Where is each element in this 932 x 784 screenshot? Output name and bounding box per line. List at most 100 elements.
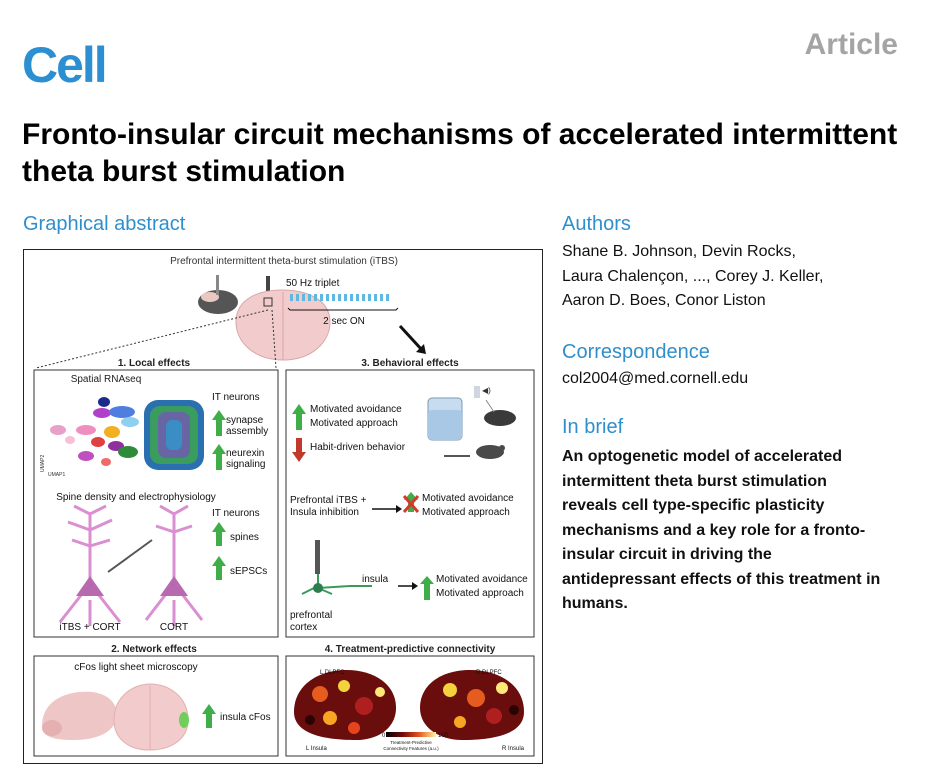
avoid-label-2: Motivated avoidance <box>422 493 514 504</box>
neuron-icon-left <box>58 504 122 626</box>
approach-label-3: Motivated approach <box>436 588 524 599</box>
panel2-frame <box>33 655 279 757</box>
brief-line: An optogenetic model of accelerated <box>562 448 843 465</box>
up-arrow-icon <box>202 704 216 728</box>
up-arrow-icon <box>212 444 226 470</box>
coronal-brain-icon <box>235 289 331 361</box>
down-right-arrow-icon <box>416 344 426 354</box>
graphical-abstract: Prefrontal intermittent theta-burst stim… <box>23 249 543 764</box>
authors-list: Shane B. Johnson, Devin Rocks, Laura Cha… <box>562 240 912 314</box>
authors-heading: Authors <box>562 213 631 235</box>
pfc-label-1: prefrontal <box>290 610 332 621</box>
umap-x-label: UMAP1 <box>48 472 65 478</box>
sepscs-label: sEPSCs <box>230 566 267 577</box>
neurexin-label-1: neurexin <box>226 448 264 459</box>
stim-probe-icon <box>266 276 270 302</box>
panel4-title: 4. Treatment-predictive connectivity <box>325 644 496 655</box>
brief-line: intermittent theta burst stimulation <box>562 472 827 490</box>
right-arrow-icon <box>412 582 418 590</box>
down-arrow-icon <box>292 438 306 462</box>
r-insula-label: R Insula <box>502 746 525 752</box>
patch-pipette-icon <box>107 539 153 573</box>
coronal-section-icon <box>113 683 189 751</box>
avoid-label-3: Motivated avoidance <box>436 574 528 585</box>
duration-label: 2 sec ON <box>323 316 365 327</box>
article-type-label: Article <box>804 28 898 61</box>
it-neurons-label-1: IT neurons <box>212 392 260 403</box>
panel1-frame <box>33 369 279 638</box>
correspondence-heading: Correspondence <box>562 341 710 363</box>
brief-line: antidepressant effects of this treatment… <box>562 570 881 588</box>
synapse-label-1: synapse <box>226 415 264 426</box>
in-brief-heading: In brief <box>562 416 624 438</box>
panel2-title: 2. Network effects <box>111 644 197 655</box>
panel4-frame <box>285 655 535 757</box>
correspondence-email[interactable]: col2004@med.cornell.edu <box>562 370 749 387</box>
panel3-frame <box>285 369 535 638</box>
brief-line: reveals cell type-specific plasticity <box>562 497 825 514</box>
insula-cfos-label: insula cFos <box>220 712 271 723</box>
neuron-right-label: CORT <box>160 622 188 633</box>
umap-y-label: UMAP2 <box>40 455 46 472</box>
brief-line: humans. <box>562 595 628 612</box>
mouse-icon <box>444 445 505 459</box>
habit-label: Habit-driven behavior <box>310 442 406 453</box>
water-tank-mouse-icon: ◀) <box>427 386 516 441</box>
author-line: Laura Chalençon, ..., Corey J. Keller, <box>562 267 824 285</box>
synapse-label-2: assembly <box>226 426 268 437</box>
up-arrow-icon <box>292 404 306 430</box>
neuron-left-label: iTBS + CORT <box>59 622 120 633</box>
pfc-label-2: cortex <box>290 622 317 633</box>
pulse-train <box>290 294 389 301</box>
mouse-head-icon <box>198 275 238 314</box>
l-insula-label: L Insula <box>306 746 327 752</box>
speaker-icon: ◀) <box>482 386 491 395</box>
brief-line: insular circuit in driving the <box>562 546 772 563</box>
it-neurons-label-2: IT neurons <box>212 508 260 519</box>
umap-cluster-plot: UMAP2 UMAP1 <box>40 397 139 478</box>
article-title: Fronto-insular circuit mechanisms of acc… <box>22 118 898 188</box>
up-arrow-icon <box>212 410 226 436</box>
neuron-icon-right <box>144 504 204 626</box>
combo-label-2: Insula inhibition <box>290 507 359 518</box>
panel1-title: 1. Local effects <box>118 358 191 369</box>
sagittal-brain-icon <box>42 691 117 740</box>
neuron-soma-left <box>76 576 104 596</box>
scale-label-1: Treatment-Predictive <box>390 740 432 745</box>
panel3-title: 3. Behavioral effects <box>361 358 459 369</box>
scale-max-label: 100 <box>438 733 449 739</box>
scale-min-label: 0 <box>382 733 386 739</box>
neuron-soma-right <box>160 576 188 596</box>
avoid-label-1: Motivated avoidance <box>310 404 402 415</box>
circuit-neuron-icon <box>301 540 372 595</box>
journal-logo: Cell <box>22 37 108 93</box>
graphical-abstract-figure: Prefrontal intermittent theta-burst stim… <box>33 256 535 757</box>
cross-icon <box>402 495 420 513</box>
ga-top-title: Prefrontal intermittent theta-burst stim… <box>170 256 398 267</box>
combo-label-1: Prefrontal iTBS + <box>290 495 367 506</box>
neurexin-label-2: signaling <box>226 459 265 470</box>
colorbar <box>386 732 436 737</box>
spatial-rnaseq-label: Spatial RNAseq <box>71 374 142 385</box>
approach-label-1: Motivated approach <box>310 418 398 429</box>
r-dlpfc-label: R DLPFC <box>476 670 502 676</box>
author-line: Shane B. Johnson, Devin Rocks, <box>562 243 796 260</box>
approach-label-2: Motivated approach <box>422 507 510 518</box>
brain-heatmap-left <box>294 670 396 740</box>
brain-heatmap-right <box>420 670 524 740</box>
pulse-label: 50 Hz triplet <box>286 278 340 289</box>
microscopy-label: cFos light sheet microscopy <box>74 662 197 673</box>
scale-label-2: Connectivity Features (a.u.) <box>383 746 439 751</box>
graphical-abstract-heading: Graphical abstract <box>23 213 186 235</box>
up-arrow-icon <box>212 522 226 546</box>
right-arrow-icon <box>396 505 402 513</box>
up-arrow-icon <box>420 576 434 600</box>
spine-title: Spine density and electrophysiology <box>56 492 216 503</box>
author-line: Aaron D. Boes, Conor Liston <box>562 292 766 309</box>
up-arrow-icon <box>212 556 226 580</box>
l-dlpfc-label: L DLPFC <box>320 670 345 676</box>
spines-label: spines <box>230 532 259 543</box>
spatial-tissue-map <box>144 400 204 470</box>
in-brief-text: An optogenetic model of accelerated inte… <box>562 445 912 617</box>
insula-label: insula <box>362 574 389 585</box>
